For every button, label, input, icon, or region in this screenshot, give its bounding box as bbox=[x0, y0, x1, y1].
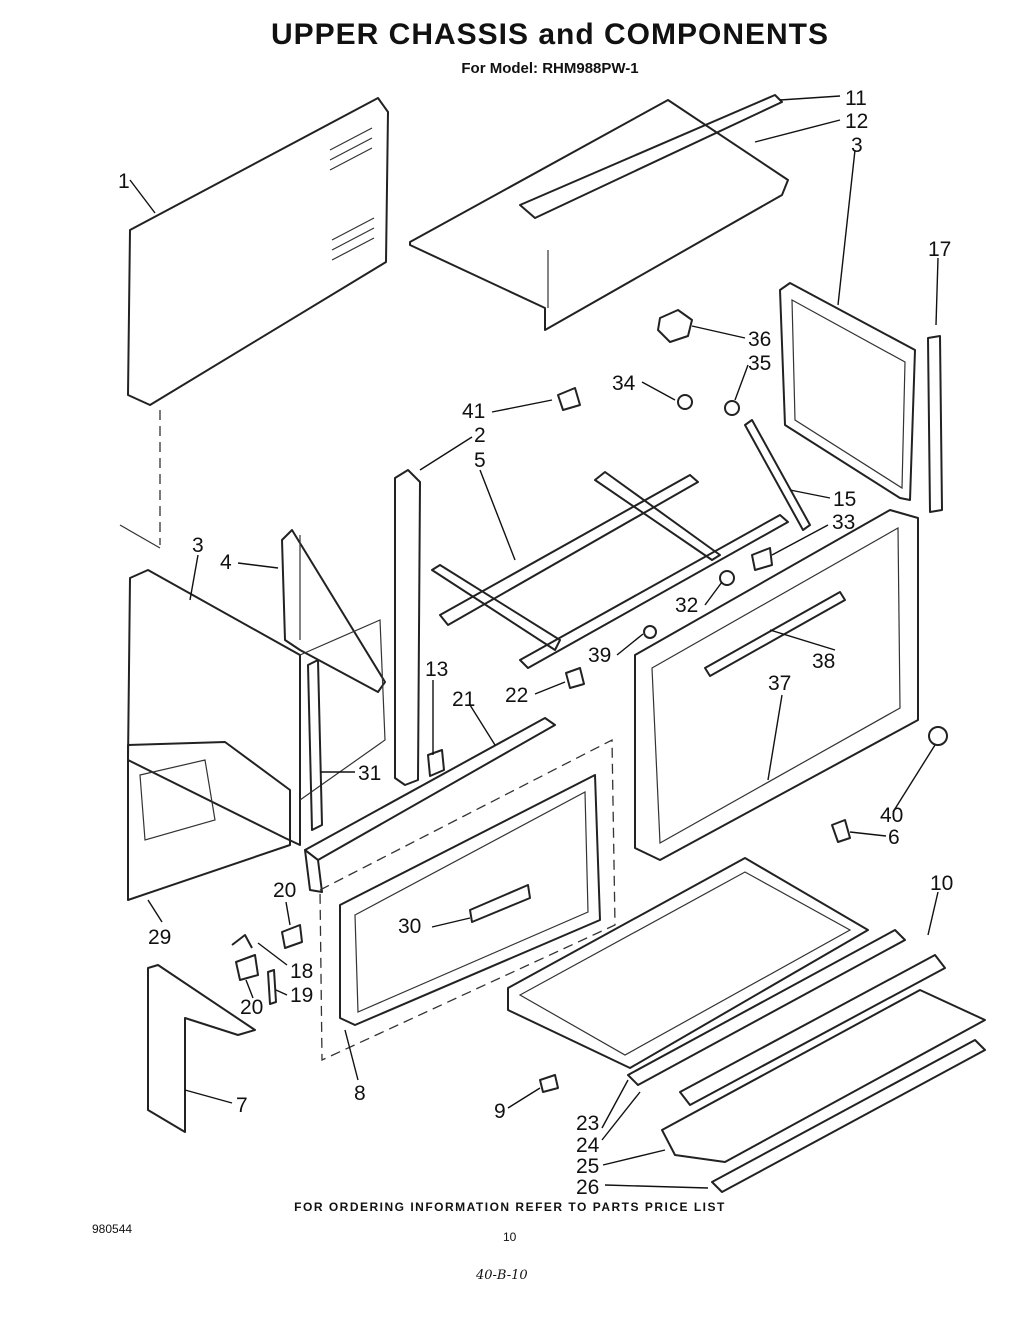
part-31-strip bbox=[307, 659, 323, 831]
callout-36: 36 bbox=[748, 328, 771, 351]
callout-7: 7 bbox=[236, 1094, 248, 1117]
callout-26: 26 bbox=[576, 1176, 599, 1199]
part-4-corner-bracket bbox=[281, 529, 386, 693]
part-5-frame-assembly bbox=[431, 471, 789, 669]
part-12-top-cover bbox=[409, 94, 789, 331]
callout-19: 19 bbox=[290, 984, 313, 1007]
callout-18: 18 bbox=[290, 960, 313, 983]
callout-23: 23 bbox=[576, 1112, 599, 1135]
callout-20-lower: 20 bbox=[240, 996, 263, 1019]
part-25-reflector bbox=[661, 989, 986, 1163]
part-41-clip bbox=[557, 387, 581, 411]
part-32-knob bbox=[719, 570, 735, 586]
part-36-bracket bbox=[657, 309, 693, 343]
callout-3-left: 3 bbox=[192, 534, 204, 557]
part-3-right-side-frame bbox=[779, 282, 916, 501]
callout-labels: 1 11 12 3 17 36 35 34 41 2 5 15 33 3 4 3… bbox=[118, 87, 953, 1199]
part-7-lower-shield bbox=[147, 964, 256, 1133]
callout-22: 22 bbox=[505, 684, 528, 707]
part-26-trim-strip bbox=[711, 1039, 986, 1193]
part-8-control-panel bbox=[319, 738, 616, 1062]
part-22-clip bbox=[565, 667, 585, 689]
part-38-handle-bar bbox=[704, 591, 846, 677]
part-19-spring bbox=[267, 969, 277, 1005]
part-35-connector bbox=[724, 400, 740, 416]
part-23-bottom-tray bbox=[507, 857, 869, 1069]
callout-13: 13 bbox=[425, 658, 448, 681]
part-20-switch bbox=[281, 924, 303, 949]
page-title: UPPER CHASSIS and COMPONENTS bbox=[270, 18, 830, 51]
callout-10: 10 bbox=[930, 872, 953, 895]
callout-30: 30 bbox=[398, 915, 421, 938]
page-number: 10 bbox=[503, 1230, 517, 1244]
callout-12: 12 bbox=[845, 110, 868, 133]
callout-1: 1 bbox=[118, 170, 130, 193]
callout-32: 32 bbox=[675, 594, 698, 617]
model-subtitle: For Model: RHM988PW-1 bbox=[461, 60, 639, 77]
callout-11: 11 bbox=[845, 87, 867, 110]
part-3-left-cavity-wall bbox=[127, 569, 386, 846]
part-33-bracket bbox=[751, 547, 773, 571]
part-40-knob bbox=[928, 726, 948, 746]
callout-8: 8 bbox=[354, 1082, 366, 1105]
callout-9: 9 bbox=[494, 1100, 506, 1123]
handwritten-note: 40-B-10 bbox=[476, 1268, 528, 1283]
part-13-plate bbox=[427, 749, 445, 777]
part-24-lens bbox=[627, 929, 906, 1086]
document-number: 980544 bbox=[92, 1222, 133, 1236]
part-39-washer bbox=[643, 625, 657, 639]
callout-35: 35 bbox=[748, 352, 771, 375]
leader-lines bbox=[129, 95, 939, 1189]
callout-33: 33 bbox=[832, 511, 855, 534]
part-37-door-frame bbox=[634, 509, 919, 861]
part-20-switch-lower bbox=[235, 954, 259, 981]
part-9-clip bbox=[539, 1074, 559, 1093]
callout-34: 34 bbox=[612, 372, 636, 395]
callout-17: 17 bbox=[928, 238, 951, 261]
part-18-spring bbox=[231, 934, 253, 949]
part-17-trim-strip bbox=[927, 335, 943, 513]
callout-31: 31 bbox=[358, 762, 381, 785]
callout-2: 2 bbox=[474, 424, 486, 447]
ordering-note: FOR ORDERING INFORMATION REFER TO PARTS … bbox=[294, 1200, 726, 1214]
callout-37: 37 bbox=[768, 672, 791, 695]
callout-40: 40 bbox=[880, 804, 903, 827]
part-21-front-trim bbox=[304, 717, 556, 893]
callout-39: 39 bbox=[588, 644, 611, 667]
part-10-lamp-tube bbox=[679, 954, 946, 1106]
callout-20-upper: 20 bbox=[273, 879, 296, 902]
part-1-side-panel bbox=[119, 97, 389, 549]
callout-29: 29 bbox=[148, 926, 171, 949]
part-6-socket bbox=[831, 819, 851, 843]
callout-5: 5 bbox=[474, 449, 486, 472]
callout-4: 4 bbox=[220, 551, 232, 574]
callout-6: 6 bbox=[888, 826, 900, 849]
part-2-vertical-post bbox=[394, 469, 421, 786]
callout-21: 21 bbox=[452, 688, 475, 711]
callout-15: 15 bbox=[833, 488, 856, 511]
callout-3-upper: 3 bbox=[851, 134, 863, 157]
part-29-lower-panel bbox=[127, 741, 291, 901]
callout-41: 41 bbox=[462, 400, 485, 423]
callout-25: 25 bbox=[576, 1155, 599, 1178]
part-34-connector bbox=[677, 394, 693, 410]
callout-24: 24 bbox=[576, 1134, 600, 1157]
part-15-rod bbox=[744, 419, 811, 531]
callout-38: 38 bbox=[812, 650, 835, 673]
